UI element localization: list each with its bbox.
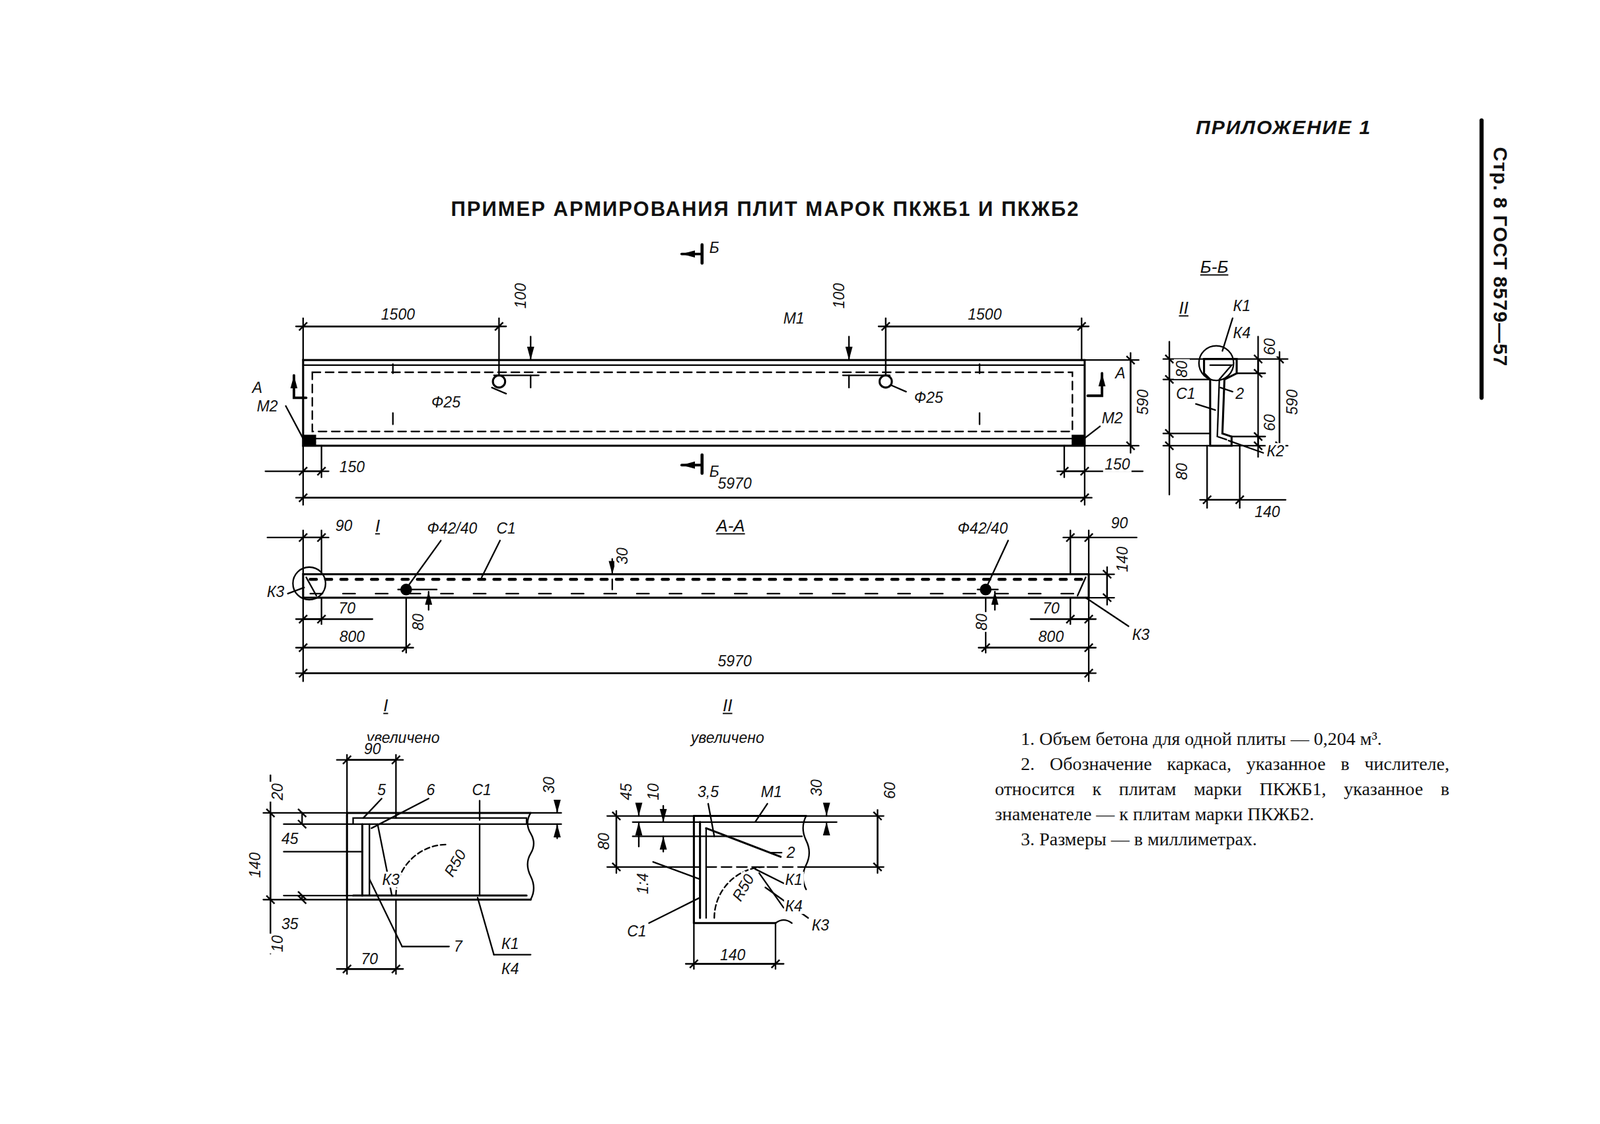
dimension-label: 590 xyxy=(1283,387,1300,416)
dimension-label: 140 xyxy=(1253,504,1281,520)
dimension-label: Ф25 xyxy=(430,394,462,411)
dimension-label: 70 xyxy=(336,600,357,617)
dimension-label: увеличено xyxy=(689,729,766,746)
dimension-label: 1500 xyxy=(966,306,1003,323)
dimension-label: А xyxy=(1113,365,1127,382)
dimension-label: К3 xyxy=(265,583,286,600)
dimension-label: С1 xyxy=(494,520,517,537)
dimension-label: 45 xyxy=(280,831,300,847)
dimension-label: 90 xyxy=(362,741,383,758)
dimension-label: 140 xyxy=(718,947,747,964)
dimension-label: Б xyxy=(708,239,721,256)
dimension-label: 100 xyxy=(831,282,847,310)
note-text: 2. Обозначение каркаса, указанное в числ… xyxy=(994,751,1450,828)
view-title: II xyxy=(721,696,734,715)
dimension-label: 6 xyxy=(424,782,437,799)
dimension-label: Ф42/40 xyxy=(425,520,479,537)
dimension-label: М2 xyxy=(255,398,280,415)
dimension-label: Ф42/40 xyxy=(956,520,1010,537)
dimension-label: 30 xyxy=(614,546,631,567)
dimension-label: 80 xyxy=(595,832,612,853)
page-header: Стр. 8 ГОСТ 8579—57 xyxy=(1489,145,1511,369)
notes-block: 1. Объем бетона для одной плиты — 0,204 … xyxy=(994,726,1450,853)
dimension-label: К4 xyxy=(784,898,804,915)
dimension-label: 2 xyxy=(785,844,797,861)
dimension-label: 80 xyxy=(1173,359,1190,380)
dimension-label: 1:4 xyxy=(634,872,651,896)
dimension-label: 150 xyxy=(338,459,366,475)
note-text: 1. Объем бетона для одной плиты — 0,204 … xyxy=(994,726,1450,752)
dimension-label: 35 xyxy=(280,916,300,933)
dimension-label: 140 xyxy=(1114,545,1131,573)
dimension-label: К1 xyxy=(1232,297,1252,314)
dimension-label: 1500 xyxy=(379,306,417,323)
dimension-label: 140 xyxy=(247,851,263,880)
dimension-label: К2 xyxy=(1265,443,1286,460)
view-title: А-А xyxy=(714,517,746,536)
dimension-label: К3 xyxy=(810,917,831,934)
dimension-label: 90 xyxy=(334,517,355,534)
dimension-label: 60 xyxy=(881,780,898,801)
dimension-label: 800 xyxy=(338,628,366,645)
dimension-label: 100 xyxy=(512,282,529,310)
dimension-label: 80 xyxy=(973,612,990,633)
dimension-label: М2 xyxy=(1100,410,1125,427)
dimension-label: Ф25 xyxy=(912,389,945,406)
dimension-label: М1 xyxy=(759,784,784,800)
dimension-label: К4 xyxy=(500,961,520,978)
dimension-label: 80 xyxy=(410,612,427,633)
appendix-heading: ПРИЛОЖЕНИЕ 1 xyxy=(1194,116,1373,139)
dimension-label: С1 xyxy=(625,923,648,940)
view-title: I xyxy=(381,696,390,715)
note-text: 3. Размеры — в миллиметрах. xyxy=(994,827,1450,853)
dimension-label: 800 xyxy=(1037,628,1065,645)
dimension-label: К3 xyxy=(380,871,401,888)
dimension-label: 60 xyxy=(1261,412,1277,433)
dimension-label: А xyxy=(251,379,264,396)
view-title: II xyxy=(1177,299,1190,318)
dimension-label: 70 xyxy=(1041,600,1061,617)
dimension-label: 60 xyxy=(1261,336,1277,357)
drawing-title: ПРИМЕР АРМИРОВАНИЯ ПЛИТ МАРОК ПКЖБ1 И ПК… xyxy=(448,198,1083,220)
dimension-label: С1 xyxy=(470,782,493,799)
dimension-label: 20 xyxy=(269,782,286,802)
dimension-label: М1 xyxy=(782,310,806,327)
dimension-label: К4 xyxy=(1232,325,1252,341)
dimension-label: 7 xyxy=(452,938,464,955)
dimension-label: 30 xyxy=(808,778,825,799)
dimension-label: С1 xyxy=(1174,385,1197,402)
dimension-label: 150 xyxy=(1103,456,1131,473)
dimension-label: 2 xyxy=(1234,385,1246,402)
dimension-label: 5970 xyxy=(716,653,754,670)
dimension-label: 590 xyxy=(1134,387,1151,416)
dimension-label: К3 xyxy=(1130,626,1151,643)
dimension-label: 45 xyxy=(618,782,635,802)
dimension-label: 70 xyxy=(359,951,380,968)
dimension-label: 5970 xyxy=(716,475,754,492)
dimension-label: 10 xyxy=(645,782,662,802)
dimension-label: 10 xyxy=(269,934,286,954)
dimension-label: К1 xyxy=(784,871,804,888)
dimension-label: 80 xyxy=(1173,461,1190,482)
dimension-label: 30 xyxy=(541,776,557,797)
dimension-label: К1 xyxy=(500,936,520,952)
dimension-label: 90 xyxy=(1109,515,1130,532)
view-title: Б-Б xyxy=(1199,258,1231,277)
view-title: I xyxy=(373,517,382,536)
dimension-label: 5 xyxy=(375,782,388,799)
dimension-label: R50 xyxy=(440,846,470,881)
dimension-label: 3,5 xyxy=(696,784,721,800)
dimension-label: R50 xyxy=(727,870,758,906)
